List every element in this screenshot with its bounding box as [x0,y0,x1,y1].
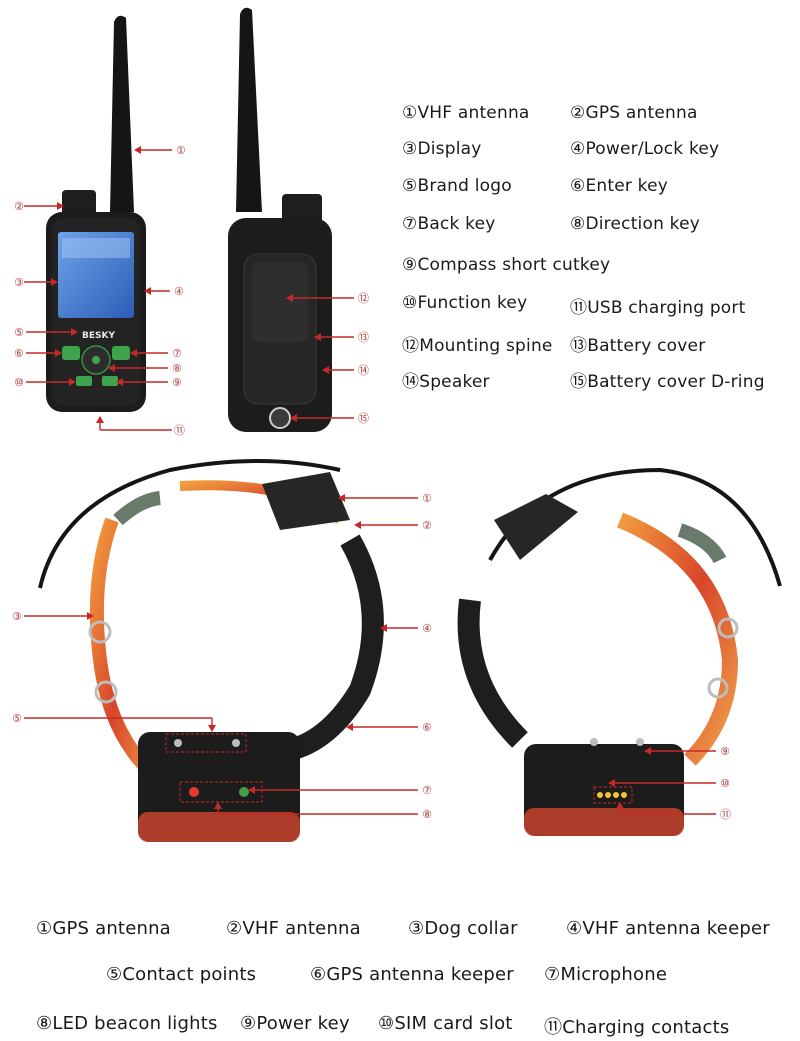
legend-item-function-key: ⑩Function key [402,293,528,313]
svg-text:⑤: ⑤ [12,712,22,725]
compass-shortcut-key [102,376,118,386]
legend-item-collar-gps-antenna: ①GPS antenna [36,918,171,939]
legend-item-direction-key: ⑧Direction key [570,214,701,234]
legend-item-gps-antenna: ②GPS antenna [570,103,698,123]
svg-text:⑪: ⑪ [174,424,185,437]
handheld-back-antenna [236,7,262,212]
legend-item-led-beacon-lights: ⑧LED beacon lights [36,1013,218,1034]
svg-text:⑧: ⑧ [172,362,182,375]
legend-item-charging-contacts: ⑪Charging contacts [544,1017,730,1038]
collar-vhf-keeper [286,534,384,761]
svg-text:①: ① [422,492,432,505]
legend-item-contact-points: ⑤Contact points [106,964,257,985]
function-key [76,376,92,386]
collar-gps-antenna [262,472,350,530]
collar-back [457,467,782,836]
svg-text:⑦: ⑦ [422,784,432,797]
handheld-vhf-antenna [110,15,134,212]
legend-item-power-lock-key: ④Power/Lock key [570,139,720,159]
led-red [189,787,199,797]
svg-text:⑨: ⑨ [172,376,182,389]
legend-item-collar-vhf-antenna: ②VHF antenna [226,918,361,939]
svg-text:④: ④ [422,622,432,635]
back-key [112,346,130,360]
handheld-back [228,7,332,432]
legend-item-vhf-antenna: ①VHF antenna [402,103,530,123]
svg-text:②: ② [14,200,24,213]
svg-text:⑩: ⑩ [14,376,24,389]
legend-item-battery-cover-d-ring: ⑮Battery cover D-ring [570,372,765,392]
svg-text:⑥: ⑥ [14,347,24,360]
svg-text:③: ③ [14,276,24,289]
legend-item-speaker: ⑭Speaker [402,372,490,392]
battery-cover-d-ring [269,407,291,429]
legend-item-brand-logo: ⑤Brand logo [402,176,512,196]
svg-text:⑨: ⑨ [720,745,730,758]
svg-text:⑫: ⑫ [358,292,369,305]
collar-callouts: ① ② ③ ④ ⑤ ⑥ ⑦ ⑧ ⑨ ⑩ ⑪ [12,492,731,821]
legend-item-back-key: ⑦Back key [402,214,496,234]
legend-item-battery-cover: ⑬Battery cover [570,336,706,356]
legend-item-usb-charging-port: ⑪USB charging port [570,298,746,318]
svg-text:⑮: ⑮ [358,412,369,425]
legend-item-power-key: ⑨Power key [240,1013,350,1034]
enter-key [62,346,80,360]
legend-item-dog-collar: ③Dog collar [408,918,518,939]
svg-text:⑤: ⑤ [14,326,24,339]
svg-text:⑧: ⑧ [422,808,432,821]
legend-item-microphone: ⑦Microphone [544,964,668,985]
collar-strap [89,517,165,786]
handheld-front: BESKY [46,15,146,412]
svg-text:④: ④ [174,285,184,298]
legend-item-gps-antenna-keeper: ⑥GPS antenna keeper [310,964,514,985]
collar-vhf-antenna [38,459,341,589]
charging-contacts-dots [597,792,627,798]
svg-text:⑥: ⑥ [422,721,432,734]
legend-item-sim-card-slot: ⑩SIM card slot [378,1013,513,1034]
legend-item-vhf-antenna-keeper: ④VHF antenna keeper [566,918,770,939]
legend-item-display: ③Display [402,139,482,159]
svg-text:⑩: ⑩ [720,777,730,790]
svg-text:⑦: ⑦ [172,347,182,360]
svg-text:③: ③ [12,610,22,623]
handheld-callouts: ① ② ③ ④ ⑤ ⑥ ⑦ ⑧ ⑨ ⑩ ⑪ ⑫ ⑬ ⑭ ⑮ [14,144,369,437]
svg-text:⑭: ⑭ [358,364,369,377]
svg-text:①: ① [176,144,186,157]
collar-front [38,459,384,842]
led-green [239,787,249,797]
brand-logo: BESKY [82,331,115,341]
svg-text:②: ② [422,519,432,532]
legend-item-compass-shortcut-key: ⑨Compass short cutkey [402,255,611,275]
legend-item-enter-key: ⑥Enter key [570,176,669,196]
svg-text:⑪: ⑪ [720,808,731,821]
legend-item-mounting-spine: ⑫Mounting spine [402,336,553,356]
svg-text:⑬: ⑬ [358,331,369,344]
